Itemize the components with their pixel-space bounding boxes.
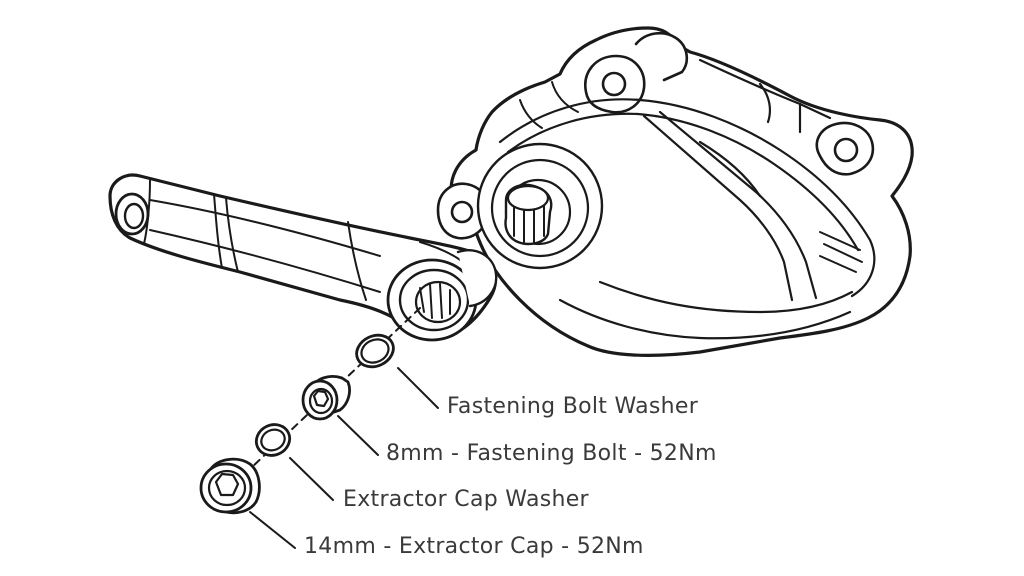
label-fastening-bolt-washer: Fastening Bolt Washer: [447, 394, 699, 419]
motor-housing: [436, 26, 914, 357]
label-extractor-cap-washer: Extractor Cap Washer: [343, 487, 589, 512]
fastening-bolt-washer: [355, 333, 395, 369]
extractor-cap-washer: [254, 423, 292, 457]
crank-arm: [108, 173, 498, 342]
leader-fastening-bolt-washer: [397, 367, 439, 409]
leader-extractor-cap: [249, 511, 296, 549]
leader-extractor-cap-washer: [289, 457, 334, 501]
label-extractor-cap: 14mm - Extractor Cap - 52Nm: [304, 534, 644, 559]
leader-lines: [249, 367, 439, 549]
fastening-bolt: [301, 375, 351, 421]
leader-fastening-bolt: [337, 415, 379, 456]
extractor-cap: [199, 457, 261, 515]
label-fastening-bolt: 8mm - Fastening Bolt - 52Nm: [386, 441, 717, 466]
